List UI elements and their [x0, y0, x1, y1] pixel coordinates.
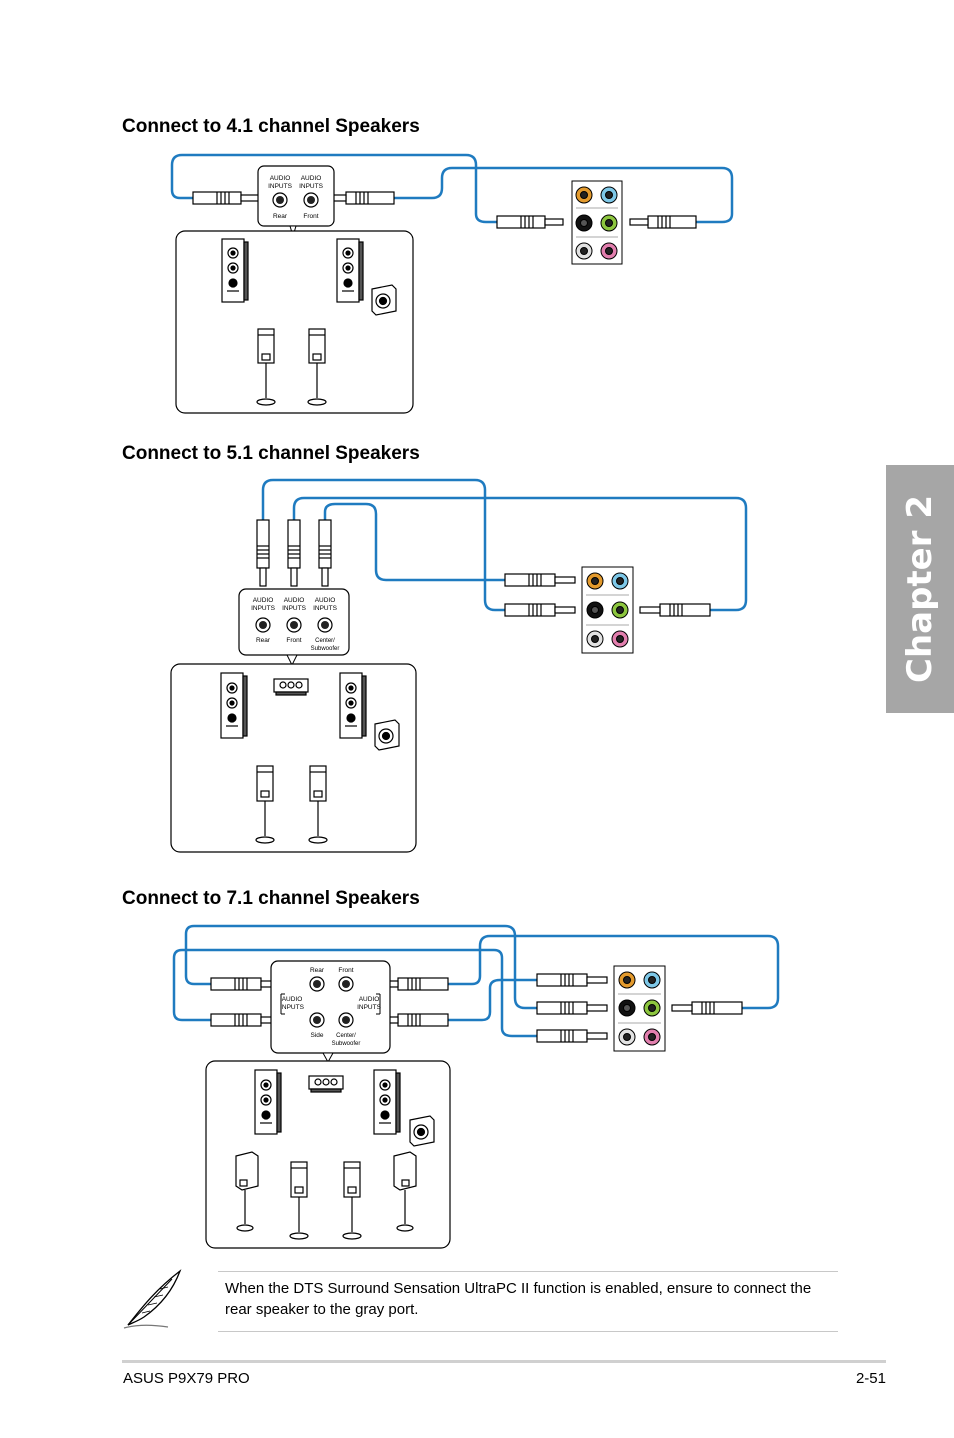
note-top-rule [218, 1271, 838, 1272]
plug [327, 191, 395, 205]
subwoofer [371, 284, 397, 316]
stand-speaker [308, 765, 328, 844]
jack-label-rear: Rear [273, 213, 288, 220]
tower-speaker [220, 672, 248, 739]
stand-speaker [256, 328, 276, 406]
jack-label-center: Center/ [336, 1033, 356, 1039]
rear-audio-ports [581, 566, 634, 654]
stand-speaker [255, 765, 275, 844]
chapter-tab-label: Chapter 2 [900, 494, 940, 684]
diagram-7-1-channel: Rear Front AUDIO INPUTS AUDIO INPUTS Sid… [172, 924, 780, 1249]
panel-heading: INPUTS [282, 605, 307, 612]
chapter-tab: Chapter 2 [886, 465, 954, 713]
side-speaker [235, 1151, 259, 1232]
plug [629, 215, 697, 229]
panel-heading: AUDIO [253, 597, 274, 604]
jack-label-side: Side [310, 1032, 323, 1039]
plug [536, 1029, 608, 1043]
panel-heading: AUDIO [284, 597, 305, 604]
cable [448, 934, 780, 1010]
side-speaker [393, 1151, 417, 1232]
jack-label-rear: Rear [310, 967, 325, 974]
center-speaker [273, 678, 309, 696]
note-bottom-rule [218, 1331, 838, 1332]
section-title-5-1: Connect to 5.1 channel Speakers [122, 443, 420, 464]
cables [172, 924, 780, 1038]
footer-page-number: 2-51 [855, 1370, 886, 1387]
jack-label-front: Front [303, 213, 318, 220]
footer-rule [122, 1360, 886, 1363]
panel-heading: AUDIO [315, 597, 336, 604]
panel-heading: AUDIO [270, 175, 291, 182]
speaker-area [175, 230, 414, 414]
plug [639, 603, 711, 617]
panel-heading: INPUTS [299, 183, 324, 190]
center-speaker [308, 1075, 344, 1093]
plug [318, 519, 332, 587]
subwoofer [409, 1115, 435, 1147]
panel-heading: INPUTS [313, 605, 338, 612]
cables [170, 153, 734, 224]
rear-audio-ports [571, 180, 623, 265]
footer-product: ASUS P9X79 PRO [123, 1370, 250, 1387]
jack-label-front: Front [338, 967, 353, 974]
tower-speaker [221, 238, 249, 303]
jack-label-rear: Rear [256, 637, 271, 644]
stand-speaker [307, 328, 327, 406]
diagram-5-1-channel: AUDIO INPUTS AUDIO INPUTS AUDIO INPUTS R… [170, 478, 748, 853]
plug [504, 573, 576, 587]
cable [394, 166, 734, 224]
panel-heading: INPUTS [280, 1004, 305, 1011]
cables [261, 478, 748, 612]
rear-audio-ports [613, 965, 666, 1052]
tower-speaker [339, 672, 367, 739]
speaker-input-panel: AUDIO INPUTS AUDIO INPUTS AUDIO INPUTS R… [238, 588, 350, 667]
cable [172, 948, 537, 1038]
panel-heading: AUDIO [301, 175, 322, 182]
cable [170, 153, 497, 224]
cable [323, 502, 505, 582]
plug [256, 519, 270, 587]
cable [184, 924, 537, 1010]
speaker-input-panel: Rear Front AUDIO INPUTS AUDIO INPUTS Sid… [270, 960, 391, 1064]
speaker-input-panel: AUDIO INPUTS AUDIO INPUTS Rear Front [257, 165, 335, 238]
cable [261, 478, 505, 612]
plug [671, 1001, 743, 1015]
tower-speaker [373, 1069, 401, 1135]
jack-label-center: Center/ [315, 638, 335, 644]
plug [496, 215, 564, 229]
feather-quill-icon [123, 1269, 182, 1329]
panel-heading: AUDIO [282, 996, 303, 1003]
plug [536, 973, 608, 987]
panel-heading: INPUTS [357, 1004, 382, 1011]
subwoofer [374, 719, 400, 751]
plug [536, 1001, 608, 1015]
jack-label-front: Front [286, 637, 301, 644]
section-title-7-1: Connect to 7.1 channel Speakers [122, 888, 420, 909]
plug [504, 603, 576, 617]
jack-label-subwoofer: Subwoofer [332, 1041, 361, 1047]
stand-speaker [342, 1161, 362, 1240]
panel-heading: INPUTS [268, 183, 293, 190]
cable [292, 496, 748, 612]
stand-speaker [289, 1161, 309, 1240]
tower-speaker [254, 1069, 282, 1135]
plug [287, 519, 301, 587]
tower-speaker [336, 238, 364, 303]
diagram-4-1-channel: AUDIO INPUTS AUDIO INPUTS Rear Front [170, 153, 734, 414]
note-text: When the DTS Surround Sensation UltraPC … [225, 1280, 812, 1318]
section-title-4-1: Connect to 4.1 channel Speakers [122, 116, 420, 137]
cable [448, 978, 537, 1022]
jack-label-subwoofer: Subwoofer [311, 646, 340, 652]
plug [192, 191, 260, 205]
panel-heading: INPUTS [251, 605, 276, 612]
panel-heading: AUDIO [359, 996, 380, 1003]
